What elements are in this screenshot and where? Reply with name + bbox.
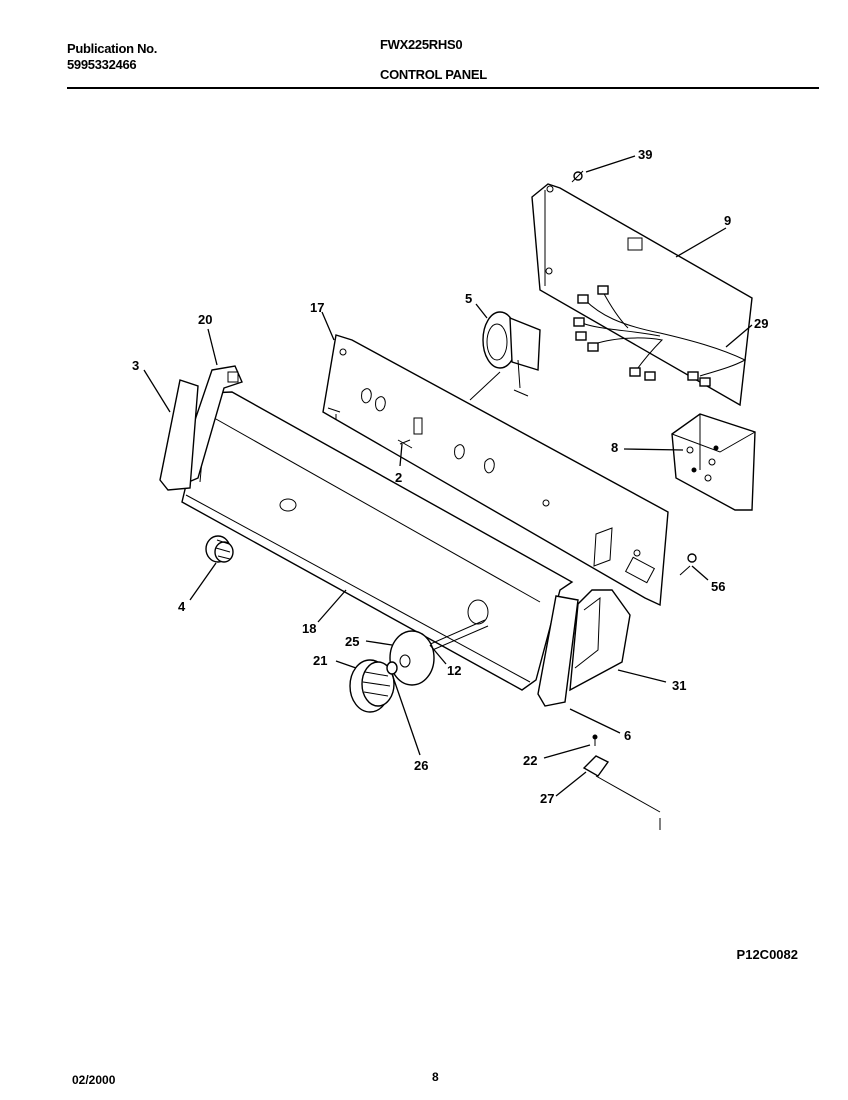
part-5-selector-switch bbox=[469, 311, 541, 401]
part-8-control-module bbox=[671, 413, 756, 511]
callout-22: 22 bbox=[523, 753, 537, 768]
callout-18: 18 bbox=[302, 621, 316, 636]
section-title: CONTROL PANEL bbox=[380, 67, 487, 82]
part-17-console-back bbox=[322, 334, 669, 607]
part-6-31-right-endcap bbox=[537, 589, 631, 707]
callout-21: 21 bbox=[313, 653, 327, 668]
page-number: 8 bbox=[432, 1070, 439, 1084]
part-18-front-console bbox=[181, 391, 574, 691]
callout-9: 9 bbox=[724, 213, 731, 228]
part-27-bracket bbox=[582, 755, 661, 830]
callout-26: 26 bbox=[414, 758, 428, 773]
callout-labels: 39 9 29 17 5 20 3 8 2 56 4 18 25 21 12 3… bbox=[132, 147, 768, 806]
callout-8: 8 bbox=[611, 440, 618, 455]
callout-39: 39 bbox=[638, 147, 652, 162]
callout-4: 4 bbox=[178, 599, 186, 614]
leader-lines bbox=[143, 155, 753, 797]
part-26-ring bbox=[386, 661, 398, 675]
callout-5: 5 bbox=[465, 291, 472, 306]
callout-6: 6 bbox=[624, 728, 631, 743]
callout-25: 25 bbox=[345, 634, 359, 649]
callout-2: 2 bbox=[395, 470, 402, 485]
part-9-rear-cover bbox=[531, 183, 753, 407]
publication-label: Publication No. bbox=[67, 41, 158, 56]
part-21-knob bbox=[349, 659, 395, 713]
part-22-screw bbox=[592, 734, 598, 746]
model-number: FWX225RHS0 bbox=[380, 37, 463, 52]
part-29-wire-harness bbox=[573, 285, 747, 387]
callout-3: 3 bbox=[132, 358, 139, 373]
callout-20: 20 bbox=[198, 312, 212, 327]
callout-17: 17 bbox=[310, 300, 324, 315]
part-3-left-trim bbox=[159, 379, 199, 491]
callout-12: 12 bbox=[447, 663, 461, 678]
callout-56: 56 bbox=[711, 579, 725, 594]
header-rule bbox=[67, 87, 819, 89]
part-56-screw bbox=[679, 553, 697, 576]
callout-27: 27 bbox=[540, 791, 554, 806]
part-2-clip bbox=[397, 439, 413, 449]
drawing-id: P12C0082 bbox=[736, 947, 798, 962]
callout-29: 29 bbox=[754, 316, 768, 331]
part-25-dial-plate bbox=[389, 630, 435, 686]
footer-date: 02/2000 bbox=[72, 1073, 116, 1087]
callout-31: 31 bbox=[672, 678, 686, 693]
publication-number: 5995332466 bbox=[67, 57, 137, 72]
part-39-screw bbox=[571, 170, 584, 183]
part-4-knob bbox=[205, 535, 234, 563]
